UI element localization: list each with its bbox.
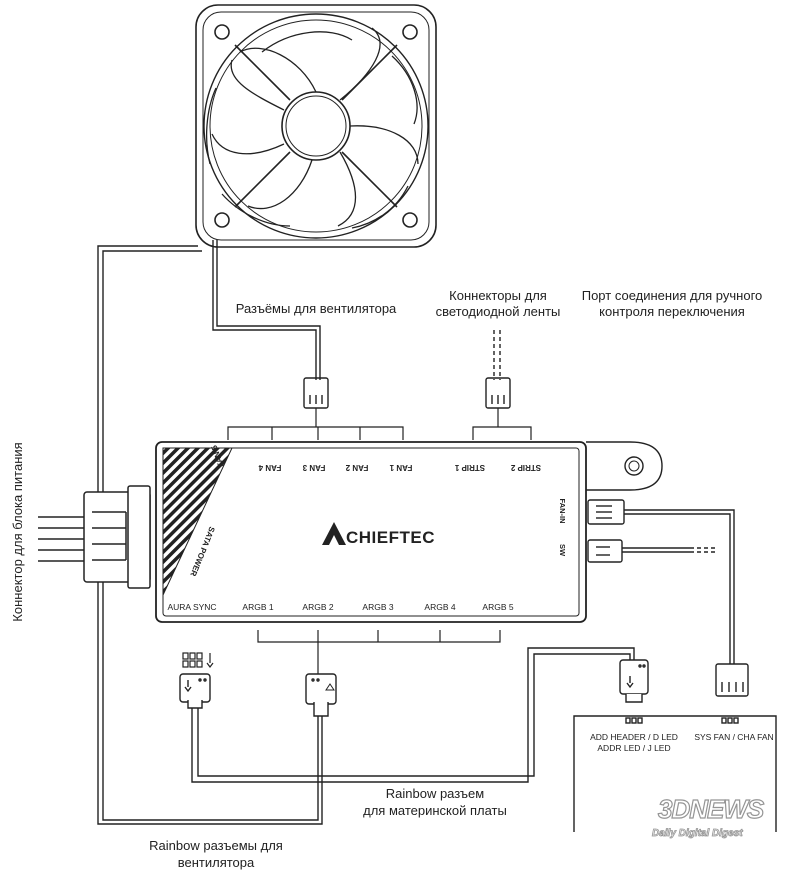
- caption-led-strip-line1: Коннекторы для: [449, 288, 547, 303]
- port-label-argb3: ARGB 3: [362, 602, 393, 612]
- port-label-fan3: FAN 3: [302, 463, 325, 472]
- port-label-argb4: ARGB 4: [424, 602, 455, 612]
- cooling-fan-icon: [195, 4, 437, 248]
- hub-body: [155, 441, 663, 623]
- sata-power-hatch: [162, 447, 233, 596]
- caption-psu-connector: Коннектор для блока питания: [10, 442, 25, 621]
- caption-rainbow-mb-line1: Rainbow разъем: [386, 786, 485, 801]
- psu-sata-connector-icon: [83, 485, 151, 589]
- brand-name: CHIEFTEC: [346, 528, 435, 547]
- port-label-strip1: STRIP 1: [454, 463, 485, 472]
- 3dnews-watermark: 3DNEWS Daily Digital Digest: [652, 793, 767, 839]
- sw-connector-icon: [587, 539, 623, 563]
- chieftec-logo: CHIEFTEC: [322, 522, 435, 547]
- port-brackets-bottom: [257, 630, 501, 674]
- watermark-tagline: Daily Digital Digest: [652, 828, 743, 839]
- add-header-label-line1: ADD HEADER / D LED: [590, 732, 678, 742]
- wiring: [38, 240, 735, 825]
- led-strip-connector-icon: [485, 377, 511, 409]
- motherboard-header-box: [573, 715, 777, 832]
- port-label-argb2: ARGB 2: [302, 602, 333, 612]
- add-header-connector-icon: [619, 659, 649, 724]
- port-label-fan4: FAN 4: [258, 463, 281, 472]
- port-brackets-top: [227, 408, 532, 440]
- watermark-logo: 3DNEWS: [658, 794, 765, 824]
- aura-argb-connector-icon: [179, 673, 211, 709]
- caption-rainbow-mb-line2: для материнской платы: [363, 803, 507, 818]
- port-label-argb1: ARGB 1: [242, 602, 273, 612]
- sys-fan-label: SYS FAN / CHA FAN: [694, 732, 773, 742]
- add-header-label-line2: ADDR LED / J LED: [597, 743, 670, 753]
- caption-led-strip-line2: светодиодной ленты: [436, 304, 561, 319]
- caption-manual-port-line2: контроля переключения: [599, 304, 745, 319]
- caption-rainbow-fans-line1: Rainbow разъемы для: [149, 838, 283, 853]
- port-label-fan-in: FAN-IN: [558, 499, 567, 524]
- port-label-argb5: ARGB 5: [482, 602, 513, 612]
- port-label-sw: SW: [558, 544, 567, 557]
- port-label-fan1: FAN 1: [389, 463, 412, 472]
- sys-fan-connector-icon: [715, 663, 749, 724]
- port-label-aura-sync: AURA SYNC: [167, 602, 216, 612]
- caption-rainbow-fans-line2: вентилятора: [178, 855, 255, 870]
- port-label-strip2: STRIP 2: [510, 463, 541, 472]
- hub-bottom-port-labels: AURA SYNC ARGB 1 ARGB 2 ARGB 3 ARGB 4 AR…: [167, 602, 513, 612]
- fan-in-connector-icon: [587, 499, 625, 525]
- caption-manual-port-line1: Порт соединения для ручного: [582, 288, 763, 303]
- aura-sync-pin-header-icon: [182, 652, 214, 668]
- fan-connector-icon: [303, 377, 329, 409]
- argb2-connector-icon: [305, 673, 337, 717]
- caption-fan-connectors: Разъёмы для вентилятора: [236, 301, 397, 316]
- port-label-fan2: FAN 2: [345, 463, 368, 472]
